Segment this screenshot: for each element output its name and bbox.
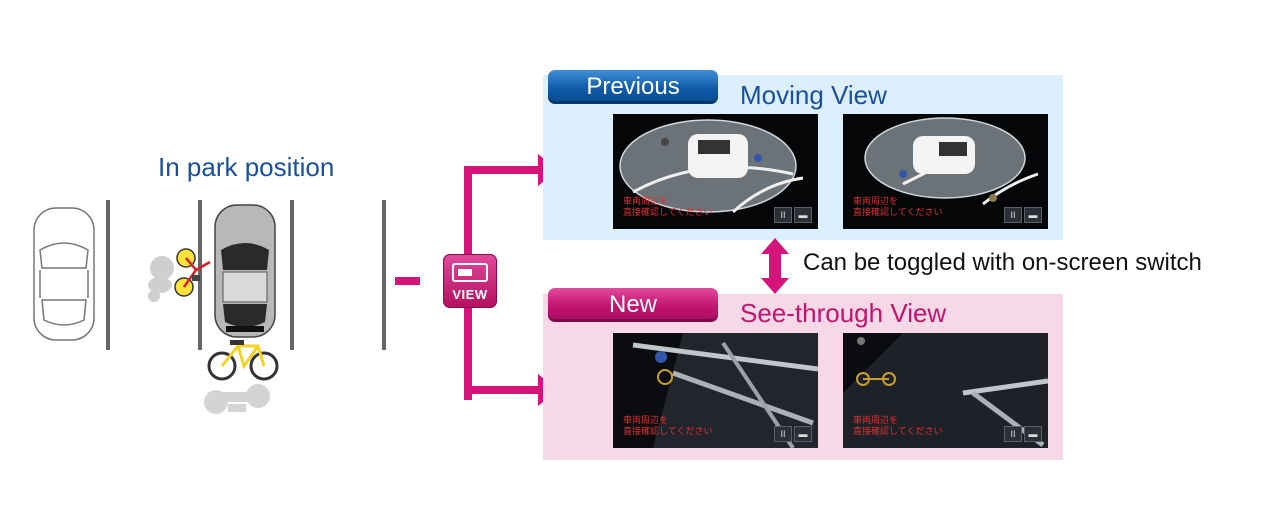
- warning-text: 車両周辺を 直接確認してください: [853, 197, 943, 218]
- pause-button[interactable]: II: [1004, 207, 1022, 223]
- moving-view-screen-2: 車両周辺を 直接確認してください II ▬: [843, 114, 1048, 229]
- moving-view-screen-1: 車両周辺を 直接確認してください II ▬: [613, 114, 818, 229]
- pause-button[interactable]: II: [1004, 426, 1022, 442]
- ghost-bicycle: [204, 384, 270, 414]
- moving-view-render: [619, 119, 804, 214]
- lane-line: [290, 200, 294, 350]
- toggle-label: Can be toggled with on-screen switch: [803, 249, 1202, 276]
- ghost-pedestrian: [148, 256, 174, 302]
- parked-car-outline: [33, 207, 95, 341]
- own-car: [214, 204, 276, 338]
- parking-scene: [33, 200, 420, 414]
- see-through-screen-2: 車両周辺を 直接確認してください II ▬: [843, 333, 1048, 448]
- warning-text: 車両周辺を 直接確認してください: [623, 197, 713, 218]
- arrow-upper-shaft: [464, 166, 544, 174]
- moving-view-render: [864, 117, 1039, 206]
- new-badge: New: [548, 288, 718, 322]
- warning-text: 車両周辺を 直接確認してください: [623, 416, 713, 437]
- car-view-icon[interactable]: ▬: [1024, 207, 1042, 223]
- park-position-label: In park position: [158, 152, 335, 182]
- connector-line: [395, 277, 420, 285]
- pause-button[interactable]: II: [774, 426, 792, 442]
- moving-view-title: Moving View: [740, 80, 887, 110]
- lane-line: [382, 200, 386, 350]
- bicycle-highlighted: [174, 248, 211, 297]
- previous-badge: Previous: [548, 70, 718, 104]
- warning-text: 車両周辺を 直接確認してください: [853, 416, 943, 437]
- camera-view-icon: [452, 263, 488, 282]
- car-view-icon[interactable]: ▬: [794, 426, 812, 442]
- see-through-view-title: See-through View: [740, 298, 947, 328]
- bicycle-rear: [207, 340, 279, 381]
- car-view-icon[interactable]: ▬: [794, 207, 812, 223]
- pause-button[interactable]: II: [774, 207, 792, 223]
- lane-line: [106, 200, 110, 350]
- view-button-label: VIEW: [452, 287, 488, 302]
- see-through-screen-1: 車両周辺を 直接確認してください II ▬: [613, 333, 818, 448]
- view-button[interactable]: VIEW: [443, 254, 497, 308]
- car-view-icon[interactable]: ▬: [1024, 426, 1042, 442]
- toggle-arrow-icon: [761, 238, 789, 294]
- see-through-render: [843, 333, 1048, 448]
- arrow-lower-shaft: [464, 386, 544, 394]
